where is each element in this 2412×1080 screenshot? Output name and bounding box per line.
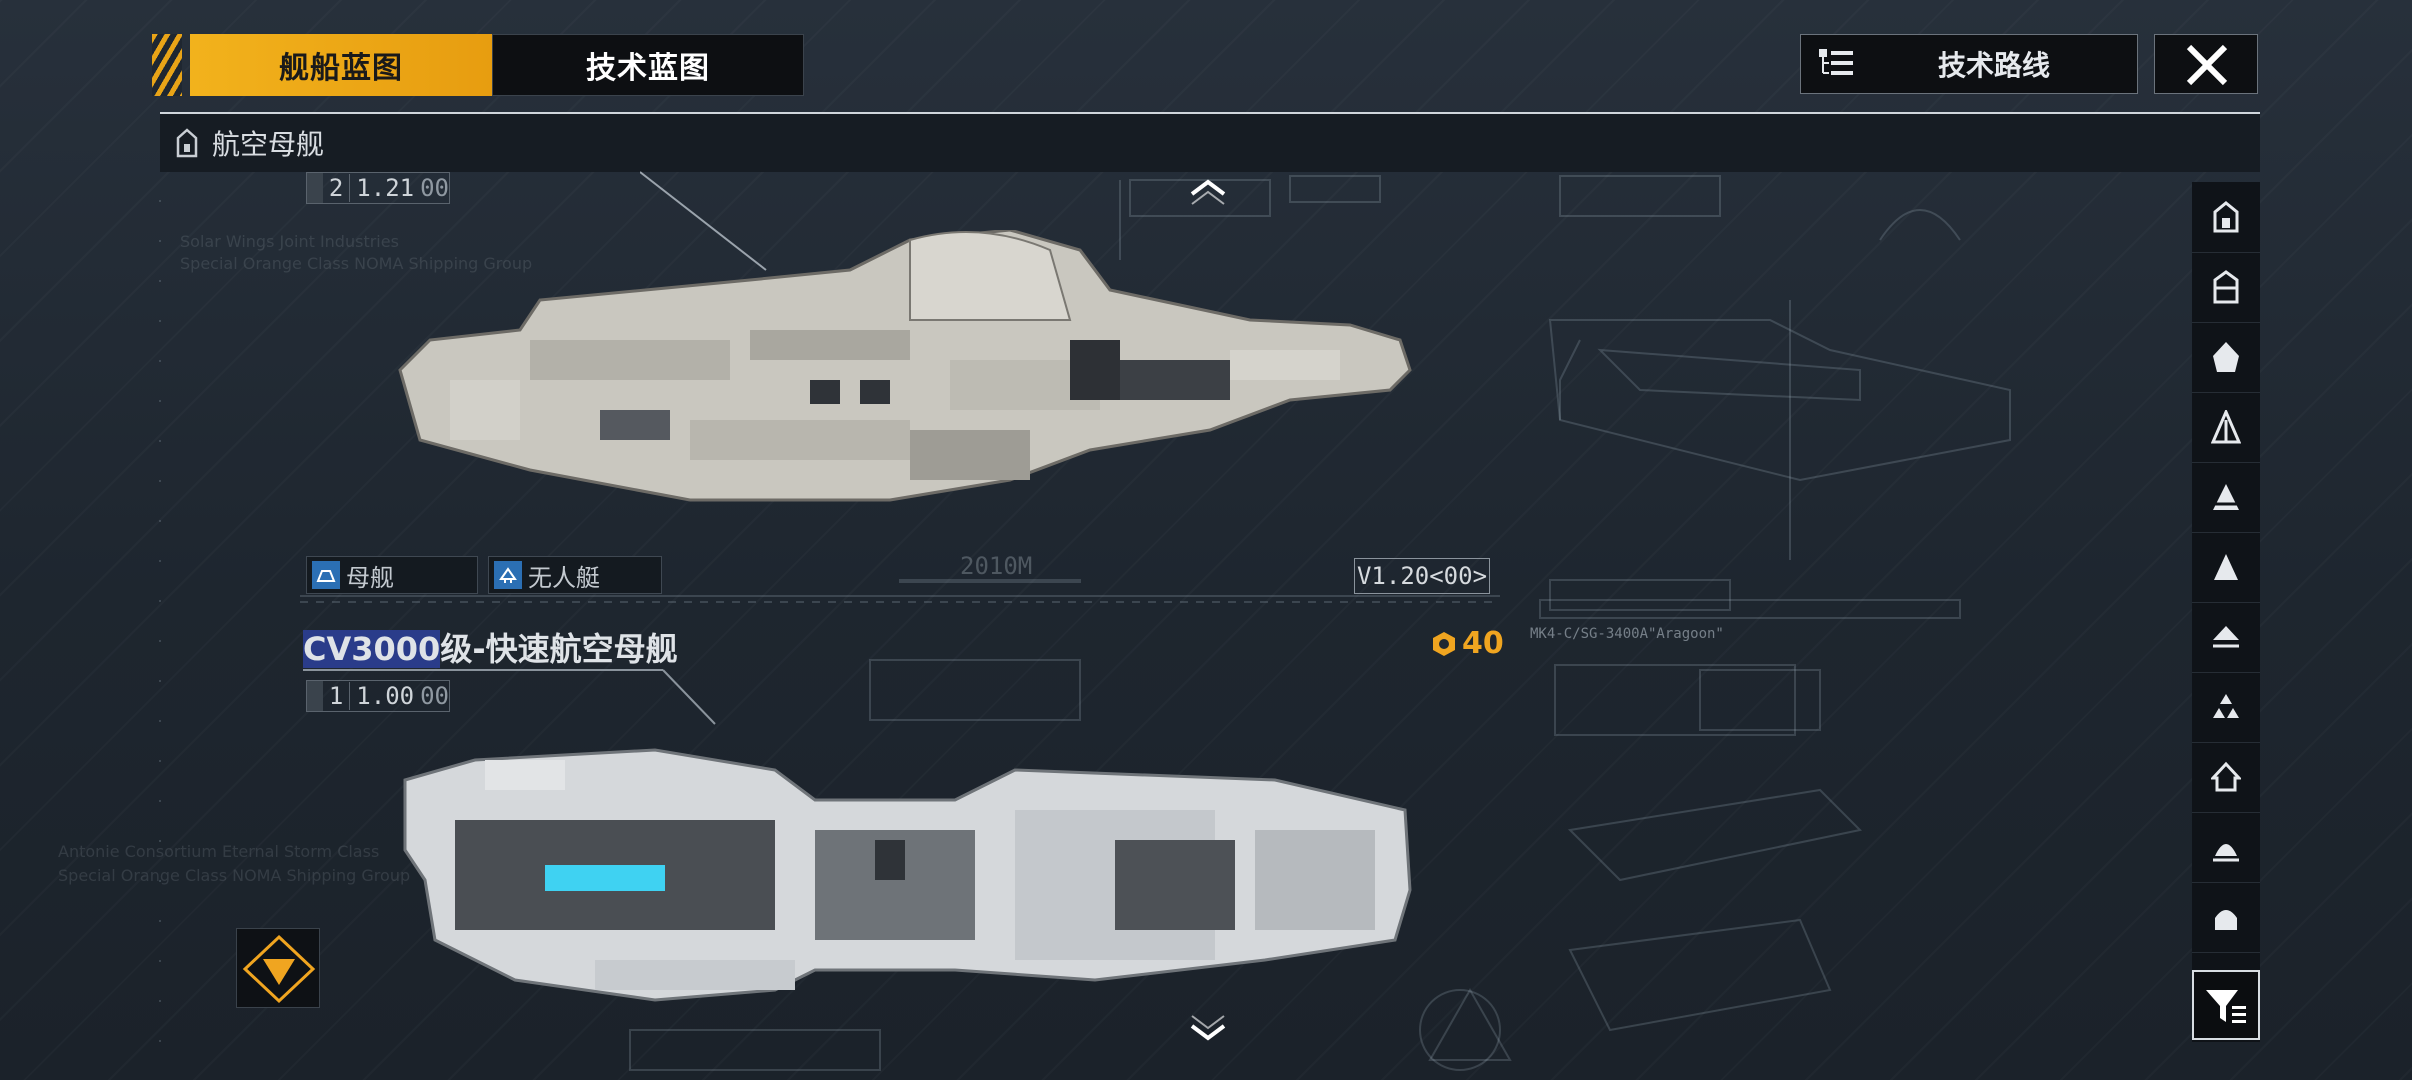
drone-role-icon [494, 561, 522, 589]
locate-button[interactable] [236, 928, 320, 1008]
ship2-title-rest: 级-快速航空母舰 [440, 630, 678, 668]
ship2-cost-value: 40 [1462, 626, 1504, 661]
blueprint-tabs: 舰船蓝图 技术蓝图 [152, 34, 852, 96]
cruiser-class-icon [2213, 270, 2239, 304]
sidebar-item-cruiser[interactable] [2192, 252, 2260, 323]
carrier-role-icon [312, 561, 340, 589]
auxiliary-class-icon [2213, 626, 2239, 648]
sidebar-item-destroyer[interactable] [2192, 392, 2260, 463]
tech-route-button[interactable]: 技术路线 [1800, 34, 2138, 94]
carrier-class-icon [2213, 201, 2239, 233]
ship2-cost: 40 [1430, 626, 1504, 661]
sidebar-item-fighter[interactable] [2192, 742, 2260, 813]
category-label: 航空母舰 [212, 128, 325, 161]
scroll-down-icon[interactable] [1188, 1014, 1228, 1042]
sidebar-item-carrier[interactable] [2192, 182, 2260, 253]
battleship-class-icon [2213, 342, 2239, 372]
destroyer-class-icon [2211, 410, 2241, 444]
close-icon [2186, 44, 2228, 86]
ship1-stat-chip: 2 1.21 00 [306, 172, 450, 204]
carrier-class-icon [176, 128, 198, 158]
ship2-title: CV3000级-快速航空母舰 [303, 624, 678, 670]
ship2-stat-chip: 1 1.00 00 [306, 680, 450, 712]
ship2-stat-suffix: 00 [420, 682, 449, 710]
background-caption: Solar Wings Joint Industries [180, 232, 399, 251]
ship1-role-label: 母舰 [346, 563, 394, 592]
ship1-role-tag: 母舰 [306, 556, 478, 594]
ship1-role-tag: 无人艇 [488, 556, 662, 594]
ship1-version: V1.20<00> [1354, 558, 1490, 594]
ship-class-sidebar [2192, 182, 2260, 1042]
ship1-scale-label: 2010M [960, 552, 1033, 580]
cost-icon [1433, 631, 1455, 656]
sidebar-item-frigate[interactable] [2192, 462, 2260, 533]
tab-ship-blueprint[interactable]: 舰船蓝图 [190, 34, 492, 96]
close-button[interactable] [2154, 34, 2258, 94]
ship1-stat-suffix: 00 [420, 174, 449, 202]
module-class-icon [2215, 910, 2237, 930]
fighter-class-icon [2211, 761, 2241, 792]
sidebar-item-station[interactable] [2192, 812, 2260, 883]
ship-stat-icon [307, 173, 323, 203]
tab-accent-stripe [152, 34, 182, 96]
station-class-icon [2213, 844, 2239, 862]
background-caption: Special Orange Class NOMA Shipping Group [180, 254, 533, 273]
ship2-title-code: CV3000 [303, 630, 441, 668]
filter-button[interactable] [2192, 970, 2260, 1040]
frigate-class-icon [2213, 484, 2239, 510]
sidebar-item-squadron[interactable] [2192, 672, 2260, 743]
filter-icon [2206, 990, 2246, 1023]
triangle-target-icon [242, 934, 316, 1004]
ship-stat-icon [307, 681, 323, 711]
category-header: 航空母舰 [160, 112, 2260, 172]
sidebar-item-auxiliary[interactable] [2192, 602, 2260, 673]
ship2-stat-value: 1.00 [356, 682, 415, 710]
ship1-stat-value: 1.21 [356, 174, 415, 202]
tab-tech-blueprint[interactable]: 技术蓝图 [492, 34, 804, 96]
scroll-up-icon[interactable] [1188, 178, 1228, 206]
background-caption: Antonie Consortium Eternal Storm Class [58, 842, 380, 861]
sidebar-item-module[interactable] [2192, 882, 2260, 953]
ship1-stat-level: 2 [323, 174, 351, 202]
corvette-class-icon [2214, 554, 2238, 580]
blueprint-caption: MK4-C/SG-3400A"Aragoon" [1530, 626, 1724, 642]
tree-list-icon [1819, 49, 1853, 75]
ship1-role-label: 无人艇 [528, 563, 600, 592]
sidebar-item-corvette[interactable] [2192, 532, 2260, 603]
squadron-class-icon [2213, 694, 2239, 718]
ship2-stat-level: 1 [323, 682, 351, 710]
sidebar-item-battleship[interactable] [2192, 322, 2260, 393]
background-caption: Special Orange Class NOMA Shipping Group [58, 866, 411, 885]
tech-route-label: 技术路线 [1937, 49, 2050, 82]
